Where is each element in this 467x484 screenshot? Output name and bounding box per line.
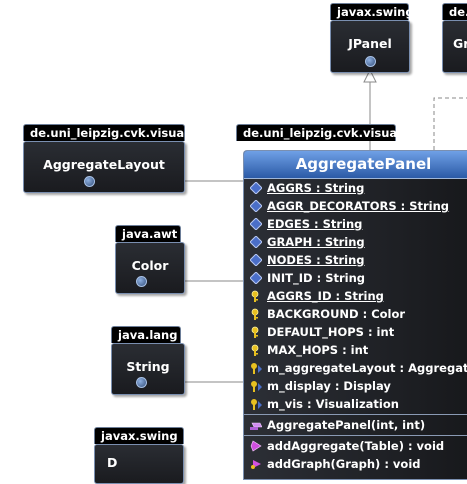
member-row[interactable]: AggregatePanel(int, int) <box>244 416 467 434</box>
public-field-icon <box>250 254 262 266</box>
class-name: Gr <box>453 36 467 51</box>
member-row[interactable]: addGraph(Graph) : void <box>244 455 467 473</box>
member-row[interactable]: AGGR_DECORATORS : String <box>244 197 467 215</box>
private-field-icon <box>251 326 259 338</box>
package-tab: java.lang <box>111 326 181 343</box>
connector-knob[interactable] <box>84 176 95 187</box>
public-field-icon <box>250 272 262 284</box>
public-field-icon <box>250 218 262 230</box>
connector-knob[interactable] <box>136 276 147 287</box>
compartment-divider <box>244 414 467 415</box>
public-field-icon <box>250 236 262 248</box>
constructors-compartment: AggregatePanel(int, int) <box>244 416 467 434</box>
class-name: D <box>107 455 118 470</box>
member-text: AGGRS : String <box>267 181 365 195</box>
package-tab: javax.swing <box>94 427 184 444</box>
member-row[interactable]: AGGRS : String <box>244 179 467 197</box>
public-field-icon <box>250 200 262 212</box>
member-row[interactable]: DEFAULT_HOPS : int <box>244 323 467 341</box>
member-text: m_display : Display <box>267 379 391 393</box>
constructor-icon <box>250 422 262 430</box>
member-row[interactable]: m_vis : Visualization <box>244 395 467 413</box>
member-row[interactable]: MAX_HOPS : int <box>244 341 467 359</box>
public-field-icon <box>250 182 262 194</box>
class-box[interactable]: D <box>94 444 184 484</box>
member-text: NODES : String <box>267 253 365 267</box>
member-text: m_aggregateLayout : AggregateLayout <box>267 361 467 375</box>
private-method-icon <box>251 460 261 469</box>
member-row[interactable]: EDGES : String <box>244 215 467 233</box>
package-tab: de.uni_leipzig.cvk.visual <box>236 124 401 141</box>
class-box[interactable]: Color <box>115 242 185 294</box>
class-name: JPanel <box>348 36 392 51</box>
member-text: MAX_HOPS : int <box>267 343 369 357</box>
dependency-line <box>433 97 467 150</box>
member-row[interactable]: AGGRS_ID : String <box>244 287 467 305</box>
member-text: AGGRS_ID : String <box>267 289 384 303</box>
member-text: DEFAULT_HOPS : int <box>267 325 395 339</box>
class-box[interactable]: String <box>111 343 185 395</box>
member-text: m_vis : Visualization <box>267 397 399 411</box>
member-text: addGraph(Graph) : void <box>267 457 421 471</box>
member-text: BACKGROUND : Color <box>267 307 406 321</box>
connector-knob[interactable] <box>136 377 147 388</box>
member-text: AggregatePanel(int, int) <box>267 418 426 432</box>
member-row[interactable]: addAggregate(Table) : void <box>244 437 467 455</box>
member-row[interactable]: m_display : Display <box>244 377 467 395</box>
generalization-arrowhead <box>363 68 377 83</box>
class-box[interactable]: Gr <box>442 20 467 73</box>
package-tab: javax.swing <box>330 3 414 20</box>
package-tab: java.awt <box>115 225 181 242</box>
private-field-icon <box>251 290 259 302</box>
compartment-divider <box>244 435 467 436</box>
private-field-icon <box>251 308 259 320</box>
class-name: Color <box>131 257 169 273</box>
member-row[interactable]: GRAPH : String <box>244 233 467 251</box>
member-text: EDGES : String <box>267 217 363 231</box>
methods-compartment: addAggregate(Table) : void addGraph(Graph… <box>244 437 467 473</box>
package-tab: de.u <box>442 3 467 20</box>
member-row[interactable]: BACKGROUND : Color <box>244 305 467 323</box>
class-box[interactable]: AggregateLayout <box>23 141 185 193</box>
member-row[interactable]: NODES : String <box>244 251 467 269</box>
class-title: AggregatePanel <box>244 151 467 179</box>
member-row[interactable]: m_aggregateLayout : AggregateLayout <box>244 359 467 377</box>
member-text: addAggregate(Table) : void <box>267 439 445 453</box>
instance-field-icon <box>251 399 262 410</box>
member-text: INIT_ID : String <box>267 271 366 285</box>
member-text: GRAPH : String <box>267 235 365 249</box>
private-field-icon <box>251 344 259 356</box>
method-icon <box>250 440 262 452</box>
class-name: String <box>126 358 170 374</box>
package-tab: de.uni_leipzig.cvk.visual <box>23 124 188 141</box>
instance-field-icon <box>251 363 262 374</box>
member-row[interactable]: INIT_ID : String <box>244 269 467 287</box>
connector-knob[interactable] <box>365 56 376 67</box>
member-text: AGGR_DECORATORS : String <box>267 199 450 213</box>
class-name: AggregateLayout <box>43 156 165 172</box>
instance-field-icon <box>251 381 262 392</box>
